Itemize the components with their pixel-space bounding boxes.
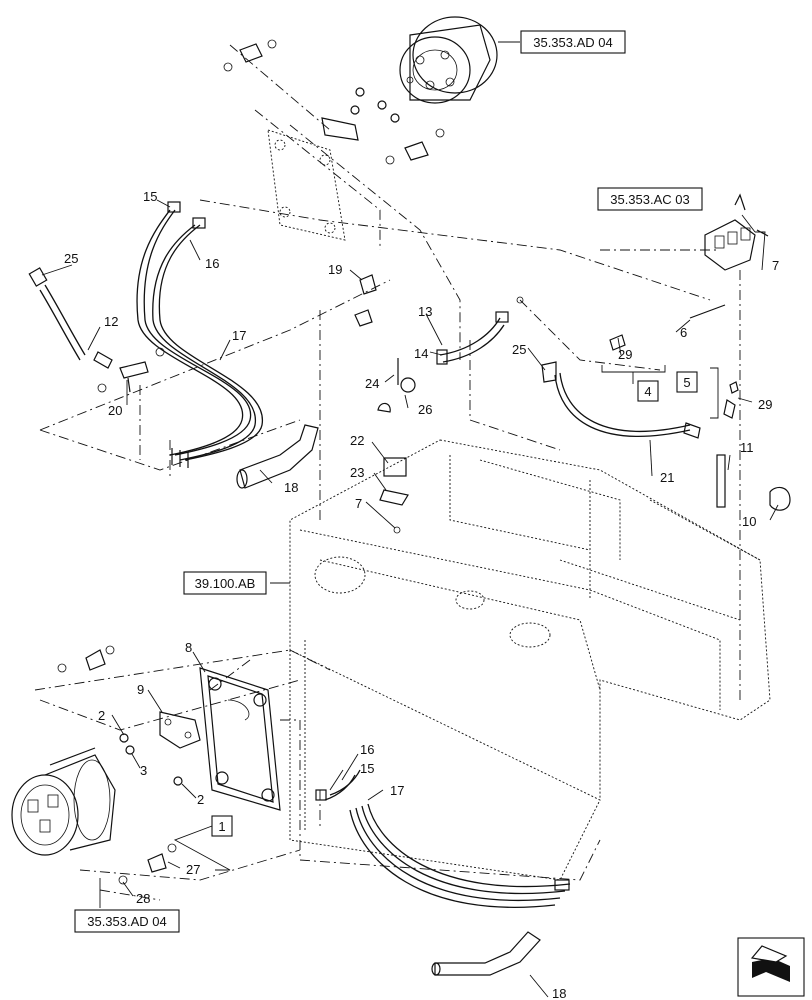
callout-8: 8	[185, 640, 192, 655]
top-motor-fittings	[223, 39, 445, 165]
callout-27: 27	[186, 862, 200, 877]
callout-15-lower: 15	[360, 761, 374, 776]
callout-3: 3	[140, 763, 147, 778]
callout-1: 1	[218, 819, 225, 834]
hose-13-14	[436, 296, 524, 365]
callout-25-left: 25	[64, 251, 78, 266]
bottom-motor-fittings	[57, 645, 183, 885]
reference-text-bottom-motor: 35.353.AD 04	[87, 914, 167, 929]
callout-2-lower: 2	[197, 792, 204, 807]
callout-numbers: 15 16 17 25 12 20 18 19 13 14 24 26 22 2…	[64, 189, 779, 1000]
callout-28: 28	[136, 891, 150, 906]
callout-17-upper: 17	[232, 328, 246, 343]
callout-2-upper: 2	[98, 708, 105, 723]
callout-12: 12	[104, 314, 118, 329]
valve-block	[704, 193, 769, 271]
callout-16-lower: 16	[360, 742, 374, 757]
callout-4: 4	[644, 384, 651, 399]
callout-19: 19	[328, 262, 342, 277]
reference-text-top-motor: 35.353.AD 04	[533, 35, 613, 50]
gasket-8	[199, 667, 281, 811]
boxed-label-1: 1	[211, 815, 233, 837]
plate-9	[159, 711, 201, 749]
callout-23: 23	[350, 465, 364, 480]
callout-26: 26	[418, 402, 432, 417]
callout-17-lower: 17	[390, 783, 404, 798]
tee-fitting-20	[97, 347, 165, 393]
reference-text-valve: 35.353.AC 03	[610, 192, 690, 207]
callout-18-upper: 18	[284, 480, 298, 495]
left-hose-12	[28, 267, 113, 369]
callout-5: 5	[683, 375, 690, 390]
callout-7-center: 7	[355, 496, 362, 511]
frame-chassis	[289, 439, 771, 881]
callout-22: 22	[350, 433, 364, 448]
callout-15-upper: 15	[143, 189, 157, 204]
callout-20: 20	[108, 403, 122, 418]
reference-box-frame[interactable]: 39.100.AB	[183, 571, 267, 595]
reference-box-top-motor[interactable]: 35.353.AD 04	[520, 30, 626, 54]
callout-24: 24	[365, 376, 379, 391]
callout-18-lower: 18	[552, 986, 566, 1000]
callout-21: 21	[660, 470, 674, 485]
callout-14: 14	[414, 346, 428, 361]
leader-lines	[41, 41, 779, 998]
upper-hose-bundle	[136, 201, 263, 468]
callout-7-right: 7	[772, 258, 779, 273]
assembly-lines	[34, 44, 741, 901]
boxed-label-5: 5	[676, 371, 698, 393]
boxed-label-4: 4	[637, 380, 659, 402]
top-drive-motor	[399, 16, 498, 104]
callout-9: 9	[137, 682, 144, 697]
callout-29-left: 29	[618, 347, 632, 362]
callout-10: 10	[742, 514, 756, 529]
callout-11: 11	[740, 440, 754, 455]
callout-13: 13	[418, 304, 432, 319]
callout-6: 6	[680, 325, 687, 340]
hose-21	[541, 361, 701, 439]
reference-text-frame: 39.100.AB	[195, 576, 256, 591]
bottom-drive-motor	[11, 747, 116, 856]
callout-16-upper: 16	[205, 256, 219, 271]
right-small-parts	[609, 304, 791, 511]
reference-box-valve[interactable]: 35.353.AC 03	[597, 187, 703, 211]
callout-29-right: 29	[758, 397, 772, 412]
lower-hose-18	[431, 931, 541, 976]
top-gasket-plate	[267, 117, 359, 241]
lower-hose-bundle	[315, 769, 571, 908]
reference-box-bottom-motor[interactable]: 35.353.AD 04	[74, 909, 180, 933]
callout-25-center: 25	[512, 342, 526, 357]
arrow-navigation-icon[interactable]	[737, 937, 805, 997]
clamp-assembly	[354, 274, 416, 534]
upper-hose-18	[236, 424, 319, 489]
